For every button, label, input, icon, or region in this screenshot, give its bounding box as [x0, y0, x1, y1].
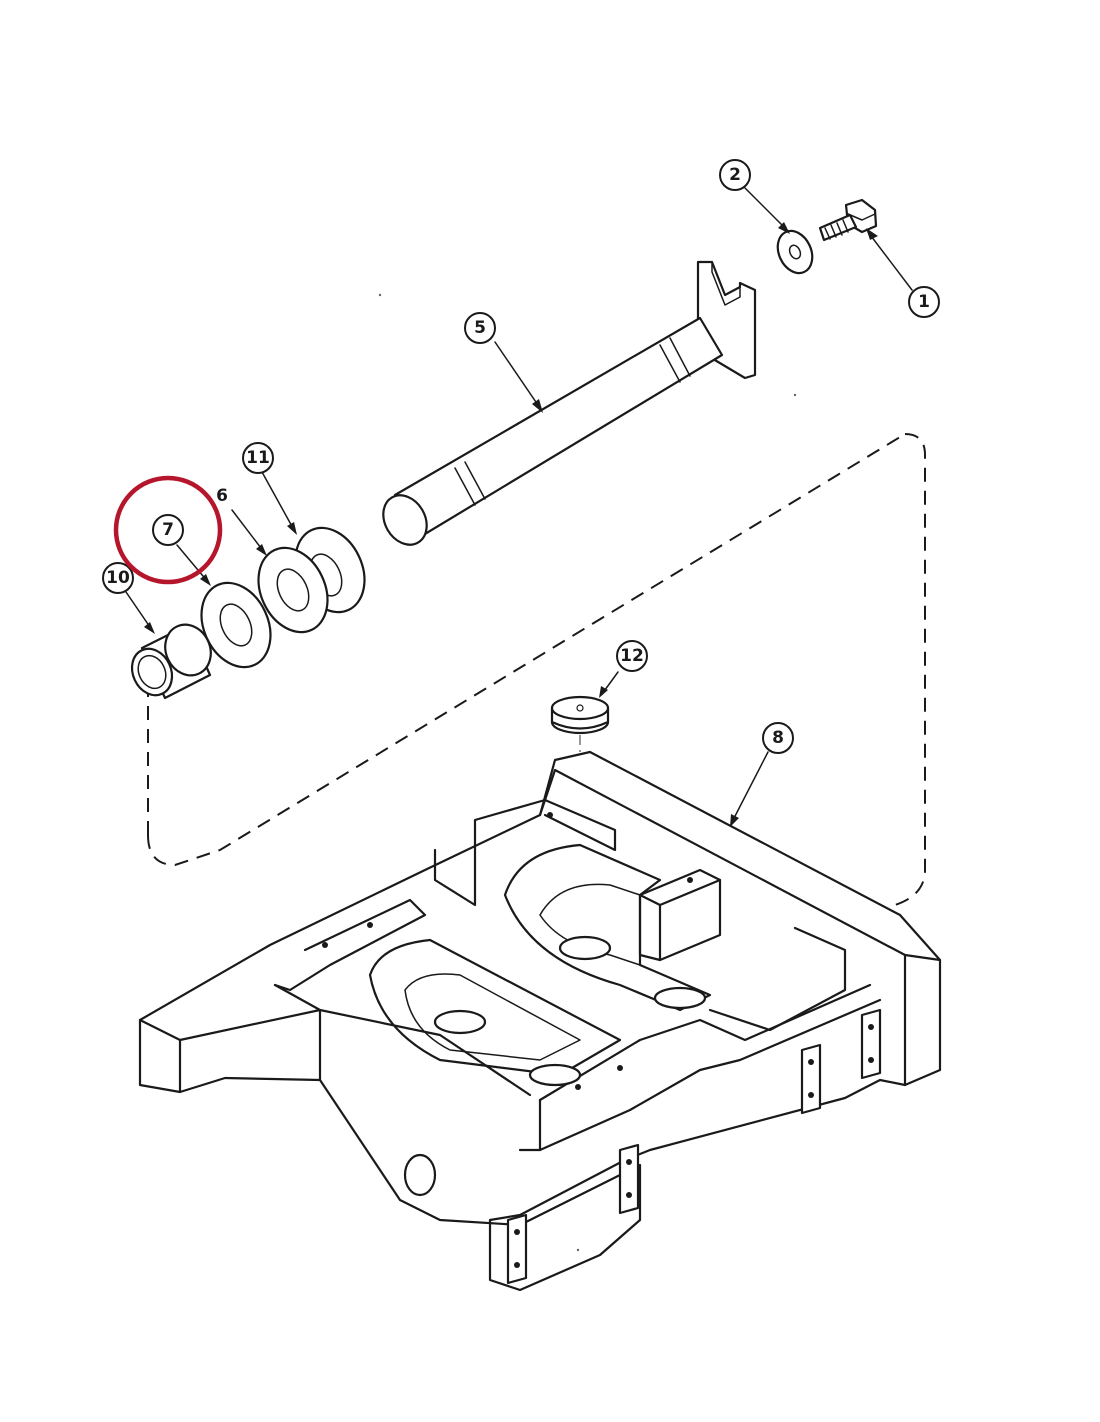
leader-5-arrow: [532, 399, 543, 413]
shaft-icon: [382, 260, 757, 546]
callout-1-label: 1: [918, 292, 930, 312]
callout-1[interactable]: 1: [908, 286, 940, 318]
frame-icon: [138, 750, 942, 1292]
callout-8[interactable]: 8: [762, 722, 794, 754]
callout-12-label: 12: [620, 646, 644, 666]
callout-2[interactable]: 2: [719, 159, 751, 191]
leader-5: [494, 341, 541, 409]
leader-2: [744, 187, 788, 231]
callout-7[interactable]: 7: [152, 514, 184, 546]
leader-11: [261, 471, 295, 531]
leader-10-arrow: [144, 622, 155, 634]
callout-5[interactable]: 5: [464, 312, 496, 344]
callout-8-label: 8: [772, 728, 784, 748]
leader-12-arrow: [599, 686, 608, 698]
leader-7: [176, 544, 209, 583]
callout-6-label: 6: [216, 486, 228, 506]
leader-8: [731, 751, 769, 823]
washer-icon: [257, 546, 329, 634]
leader-7-arrow: [200, 574, 211, 586]
callout-10[interactable]: 10: [102, 562, 134, 594]
leader-8-arrow: [730, 814, 739, 827]
callout-12[interactable]: 12: [616, 640, 648, 672]
bushing-icon: [130, 623, 212, 700]
callout-5-label: 5: [474, 318, 486, 338]
leader-1: [867, 231, 913, 291]
leader-6-arrow: [256, 544, 267, 556]
leader-2-arrow: [778, 222, 790, 234]
plug-icon: [550, 695, 610, 735]
highlight-circle: [113, 475, 223, 585]
callout-2-label: 2: [729, 165, 741, 185]
bolt-icon: [818, 198, 878, 242]
callout-11[interactable]: 11: [242, 442, 274, 474]
callout-10-label: 10: [106, 568, 130, 588]
leader-11-arrow: [287, 522, 297, 535]
callout-6[interactable]: 6: [209, 483, 235, 509]
washer-icon: [776, 229, 814, 275]
callout-7-label: 7: [162, 520, 174, 540]
washer-icon: [200, 581, 272, 669]
leader-6: [231, 509, 265, 553]
leader-10: [125, 591, 153, 631]
callout-11-label: 11: [246, 448, 270, 468]
leader-1-arrow: [866, 228, 878, 240]
